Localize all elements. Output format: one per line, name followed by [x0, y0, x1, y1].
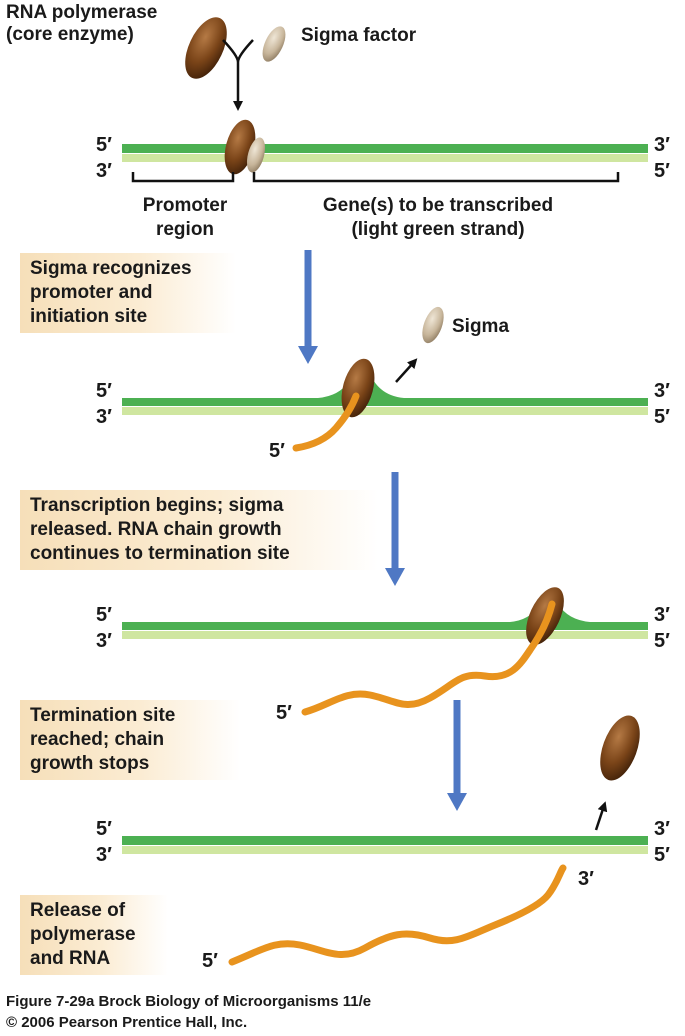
end-label-3prime-bottom-4: 3′: [96, 844, 112, 866]
end-label-5prime-top-3: 5′: [96, 604, 112, 626]
figure-caption-line2: © 2006 Pearson Prentice Hall, Inc.: [6, 1014, 248, 1031]
rna-5prime-label-4: 5′: [202, 950, 218, 972]
end-label-3prime-bottom-3: 3′: [96, 630, 112, 652]
holoenzyme: [224, 119, 266, 175]
combine-arrow: [222, 39, 254, 106]
dna-strand-bottom-1: [122, 154, 648, 162]
end-label-5prime-top-1: 5′: [96, 134, 112, 156]
end-label-5prime-top-4: 5′: [96, 818, 112, 840]
end-label-5prime-bottom-1: 5′: [654, 160, 670, 182]
free-sigma-factor: [262, 26, 286, 62]
dna-strand-top-3: [122, 597, 648, 630]
step-box-4: Release of polymerase and RNA: [20, 895, 168, 975]
down-arrow-1: [298, 250, 318, 364]
promoter-region-label: Promoter region: [142, 195, 228, 240]
polymerase-release-arrow: [594, 801, 608, 831]
released-sigma-2: [422, 306, 444, 344]
down-arrow-2: [385, 472, 405, 586]
gene-bracket: [252, 172, 620, 183]
genes-label: Gene(s) to be transcribed (light green s…: [322, 195, 554, 240]
sigma-factor-label: Sigma factor: [301, 25, 417, 46]
dna-strand-bottom-4: [122, 846, 648, 854]
end-label-3prime-top-1: 3′: [654, 134, 670, 156]
dna-strand-top-4: [122, 836, 648, 845]
sigma-release-arrow: [395, 358, 418, 383]
free-core-enzyme: [185, 17, 227, 79]
figure-caption-line1: Figure 7-29a Brock Biology of Microorgan…: [6, 993, 372, 1010]
dna-strand-bottom-2: [122, 407, 648, 415]
dna-strand-bottom-3: [122, 631, 648, 639]
rna-chain-2: [292, 392, 360, 452]
end-label-3prime-top-2: 3′: [654, 380, 670, 402]
rna-chain-3: [301, 600, 556, 716]
down-arrow-3: [447, 700, 467, 811]
end-label-3prime-top-4: 3′: [654, 818, 670, 840]
end-label-5prime-bottom-3: 5′: [654, 630, 670, 652]
end-label-3prime-bottom-1: 3′: [96, 160, 112, 182]
rna-5prime-label-2: 5′: [269, 440, 285, 462]
rna-polymerase-label: RNA polymerase (core enzyme): [6, 2, 158, 45]
dna-strand-top-2: [122, 371, 648, 406]
step-box-3: Termination site reached; chain growth s…: [20, 700, 240, 780]
promoter-bracket: [131, 172, 235, 183]
rna-5prime-label-3: 5′: [276, 702, 292, 724]
end-label-5prime-bottom-2: 5′: [654, 406, 670, 428]
dna-strand-top-1: [122, 144, 648, 153]
step-box-2: Transcription begins; sigma released. RN…: [20, 490, 378, 570]
end-label-3prime-bottom-2: 3′: [96, 406, 112, 428]
released-polymerase: [600, 715, 640, 781]
rna-3prime-label-4: 3′: [578, 868, 594, 890]
sigma-label: Sigma: [452, 316, 510, 337]
step-box-1: Sigma recognizes promoter and initiation…: [20, 253, 236, 333]
end-label-5prime-top-2: 5′: [96, 380, 112, 402]
end-label-5prime-bottom-4: 5′: [654, 844, 670, 866]
released-rna: [228, 864, 567, 966]
end-label-3prime-top-3: 3′: [654, 604, 670, 626]
